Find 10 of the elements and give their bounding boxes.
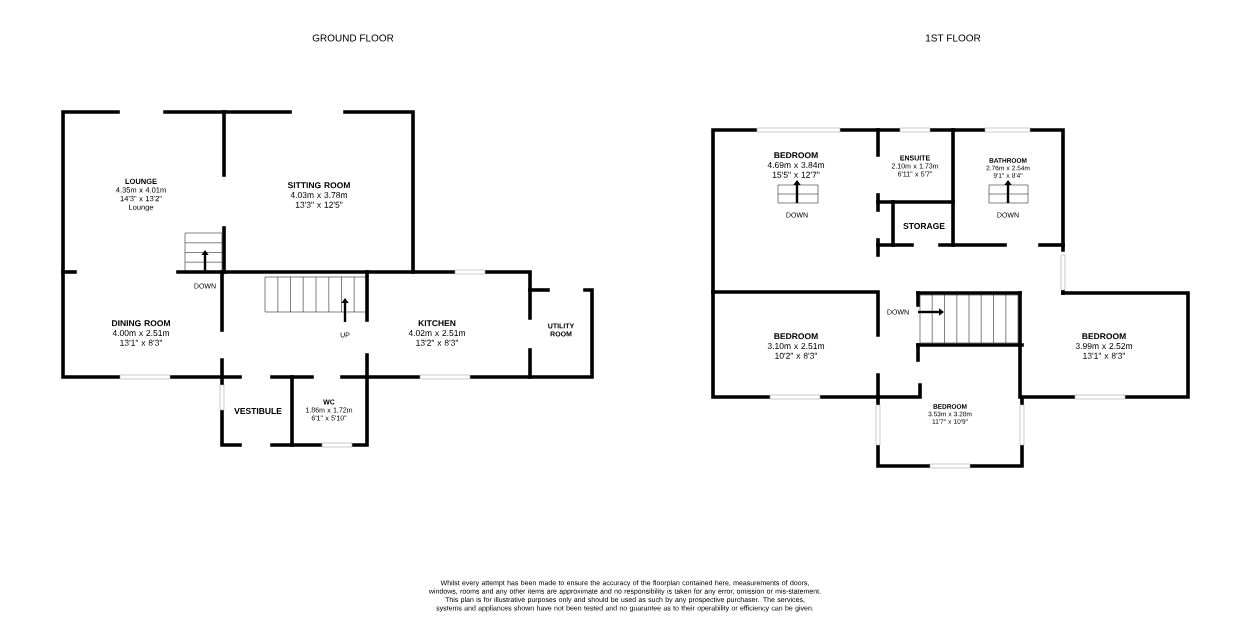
room: DINING ROOM 4.00m x 2.51m 13'1" x 8'3" bbox=[112, 320, 170, 346]
room: VESTIBULE bbox=[234, 408, 282, 414]
room: SITTING ROOM 4.03m x 3.78m 13'3" x 12'5" bbox=[287, 182, 350, 208]
floor-heading: 1ST FLOOR bbox=[926, 34, 981, 42]
room: KITCHEN 4.02m x 2.51m 13'2" x 8'3" bbox=[408, 320, 465, 346]
room: BEDROOM 3.10m x 2.51m 10'2" x 8'3" bbox=[767, 333, 824, 359]
room: BEDROOM 3.99m x 2.52m 13'1" x 8'3" bbox=[1075, 333, 1132, 359]
room: BEDROOM 4.69m x 3.84m 15'5" x 12'7" bbox=[767, 152, 824, 178]
floor-heading: GROUND FLOOR bbox=[312, 34, 394, 42]
room: STORAGE bbox=[903, 223, 945, 229]
